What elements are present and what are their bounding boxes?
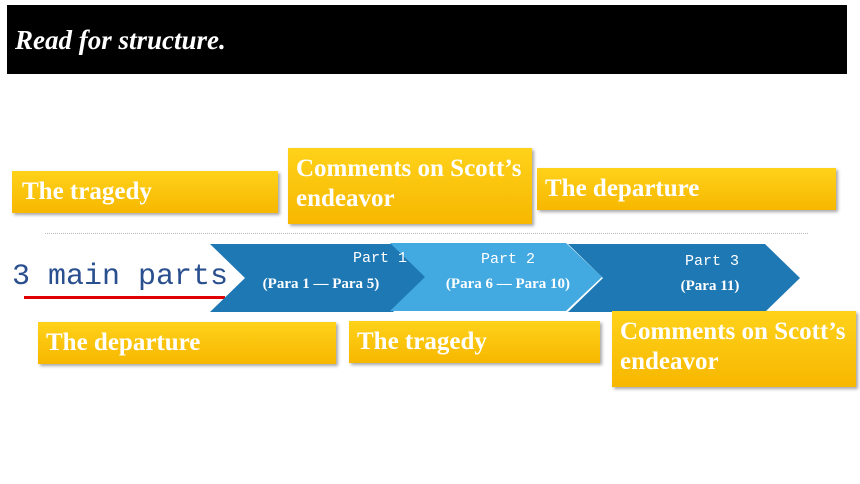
bottom-card-departure[interactable]: The departure: [38, 322, 336, 364]
header-bar: Read for structure.: [7, 5, 847, 74]
chevron-part-1-paras: (Para 1 — Para 5): [262, 276, 380, 292]
slide-title: Read for structure.: [15, 25, 226, 55]
bottom-card-label: The departure: [46, 329, 201, 356]
chevron-shape-part-3: [568, 244, 800, 312]
parts-label: 3 main parts: [12, 260, 229, 294]
top-card-label: The departure: [545, 175, 700, 202]
chevron-shape-part-2: [390, 243, 602, 311]
bottom-card-comments[interactable]: Comments on Scott’s endeavor: [612, 311, 856, 387]
chevron-part-2-paras: (Para 6 — Para 10): [445, 276, 571, 292]
bottom-card-tragedy[interactable]: The tragedy: [349, 321, 600, 363]
bottom-card-label: Comments on Scott’s endeavor: [620, 318, 846, 375]
chevron-part-3-label: Part 3: [684, 253, 739, 270]
chevron-part-3-paras: (Para 11): [680, 278, 740, 294]
chevron-part-2-label: Part 2: [480, 251, 535, 268]
dotted-divider: [45, 233, 808, 234]
top-card-departure[interactable]: The departure: [537, 168, 836, 210]
parts-label-underline: [24, 296, 225, 299]
top-card-comments[interactable]: Comments on Scott’s endeavor: [288, 148, 532, 224]
top-card-tragedy[interactable]: The tragedy: [12, 171, 278, 213]
bottom-card-label: The tragedy: [357, 328, 487, 355]
chevron-shape-part-1: [210, 244, 428, 312]
chevron-part-1-label: Part 1: [352, 250, 407, 267]
top-card-label: Comments on Scott’s endeavor: [296, 155, 522, 212]
top-card-label: The tragedy: [22, 178, 152, 205]
